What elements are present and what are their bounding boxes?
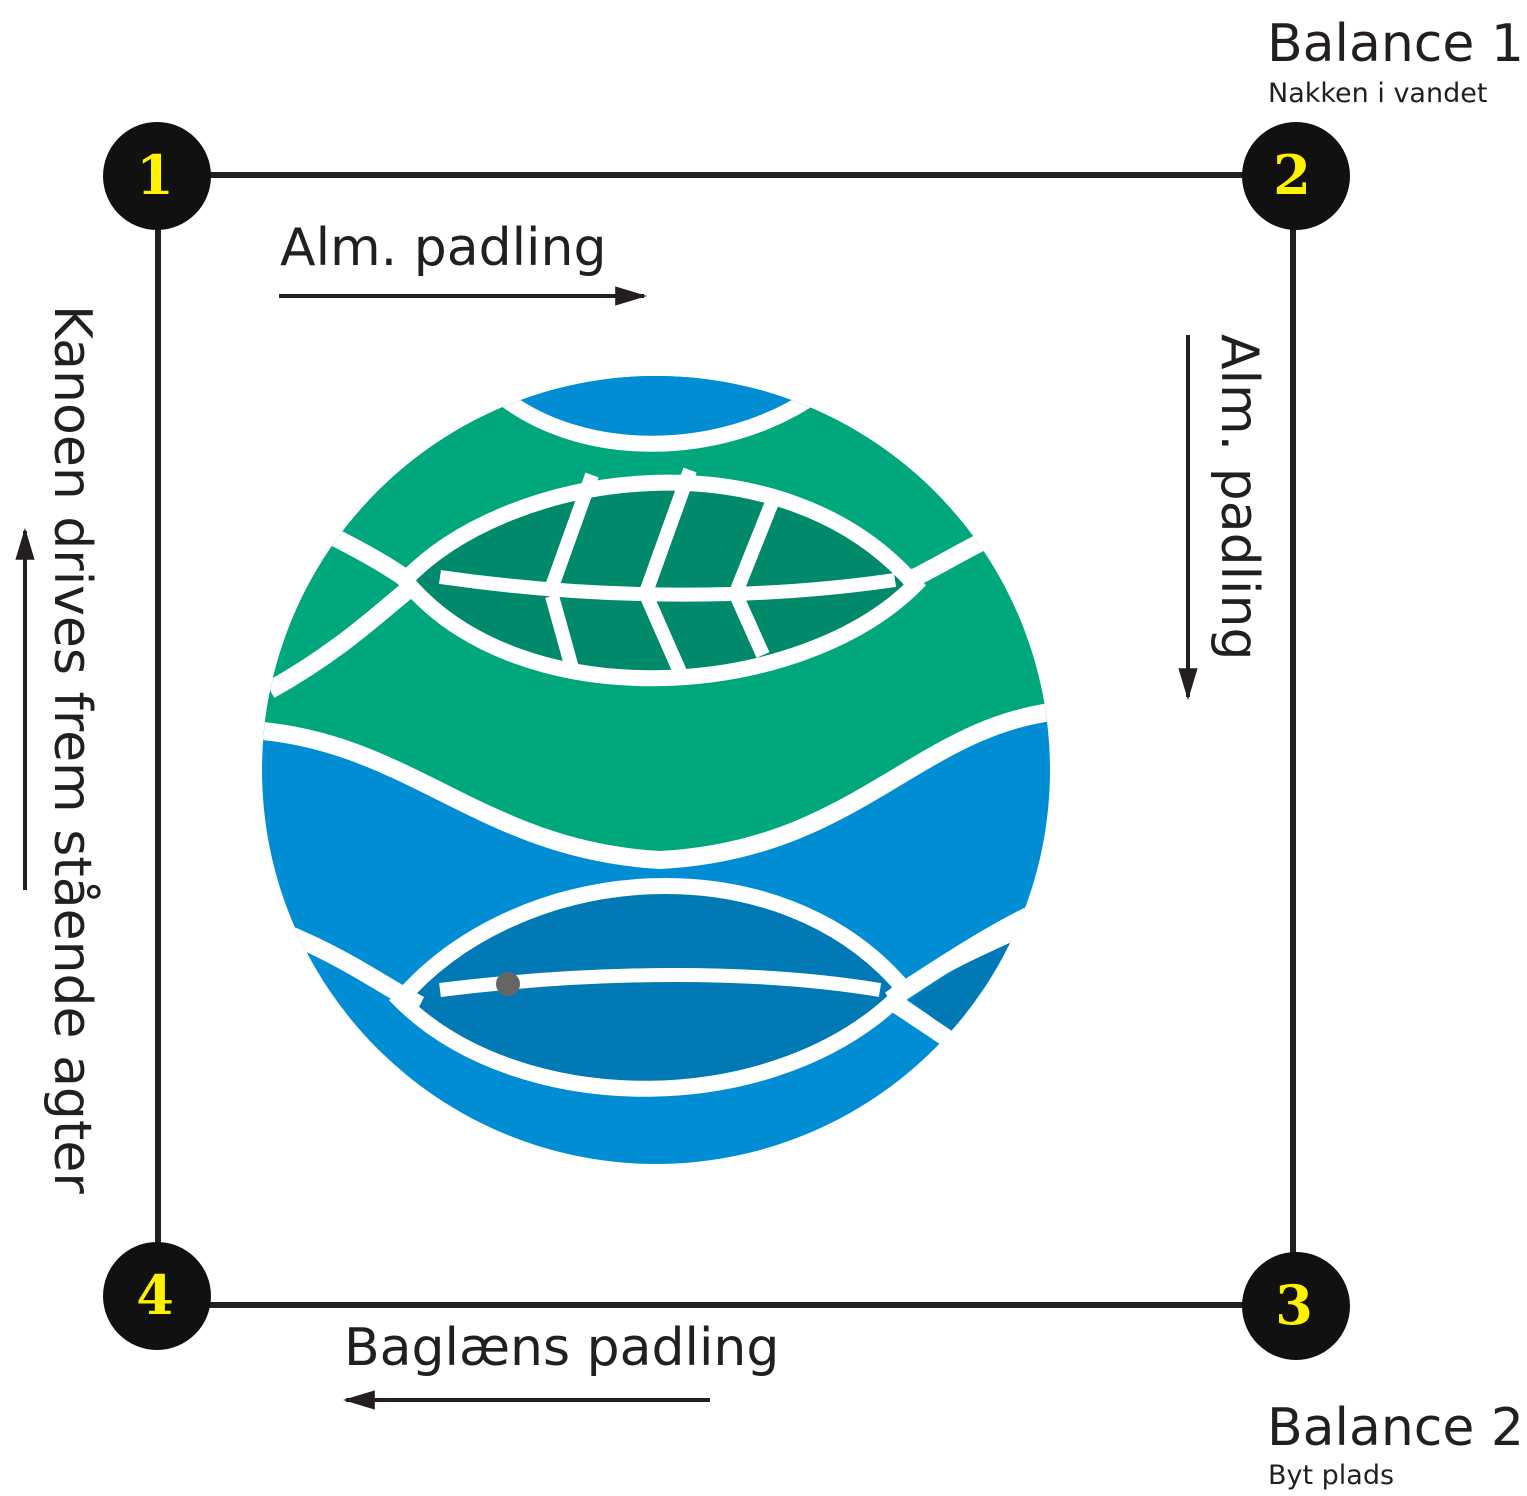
mid-wave-line [262,701,1050,870]
balance-1-subtitle: Nakken i vandet [1268,78,1488,109]
corner-number-3: 3 [1275,1273,1313,1337]
bottom-edge-label: Baglæns padling [344,1318,780,1378]
top-edge-label: Alm. padling [280,218,607,278]
corner-number-1: 1 [136,143,174,207]
balance-1-title: Balance 1 [1267,14,1525,74]
corner-number-4: 4 [136,1263,174,1327]
left-edge-label: Kanoen drives frem stående agter [42,305,102,1194]
corner-number-2: 2 [1273,143,1311,207]
globe-leaf-water-logo [262,376,1050,1164]
right-edge-label: Alm. padling [1209,334,1269,661]
balance-2-subtitle: Byt plads [1268,1460,1395,1491]
corner-node-4: 4 [103,1242,211,1350]
leaf-shape [394,474,926,687]
route-square [155,172,1297,1308]
leaf-midrib [439,570,897,602]
corner-node-1: 1 [103,122,211,230]
corner-node-2: 2 [1242,122,1350,230]
logo-dot [496,972,520,996]
balance-2-title: Balance 2 [1267,1398,1525,1458]
corner-node-3: 3 [1242,1252,1350,1360]
